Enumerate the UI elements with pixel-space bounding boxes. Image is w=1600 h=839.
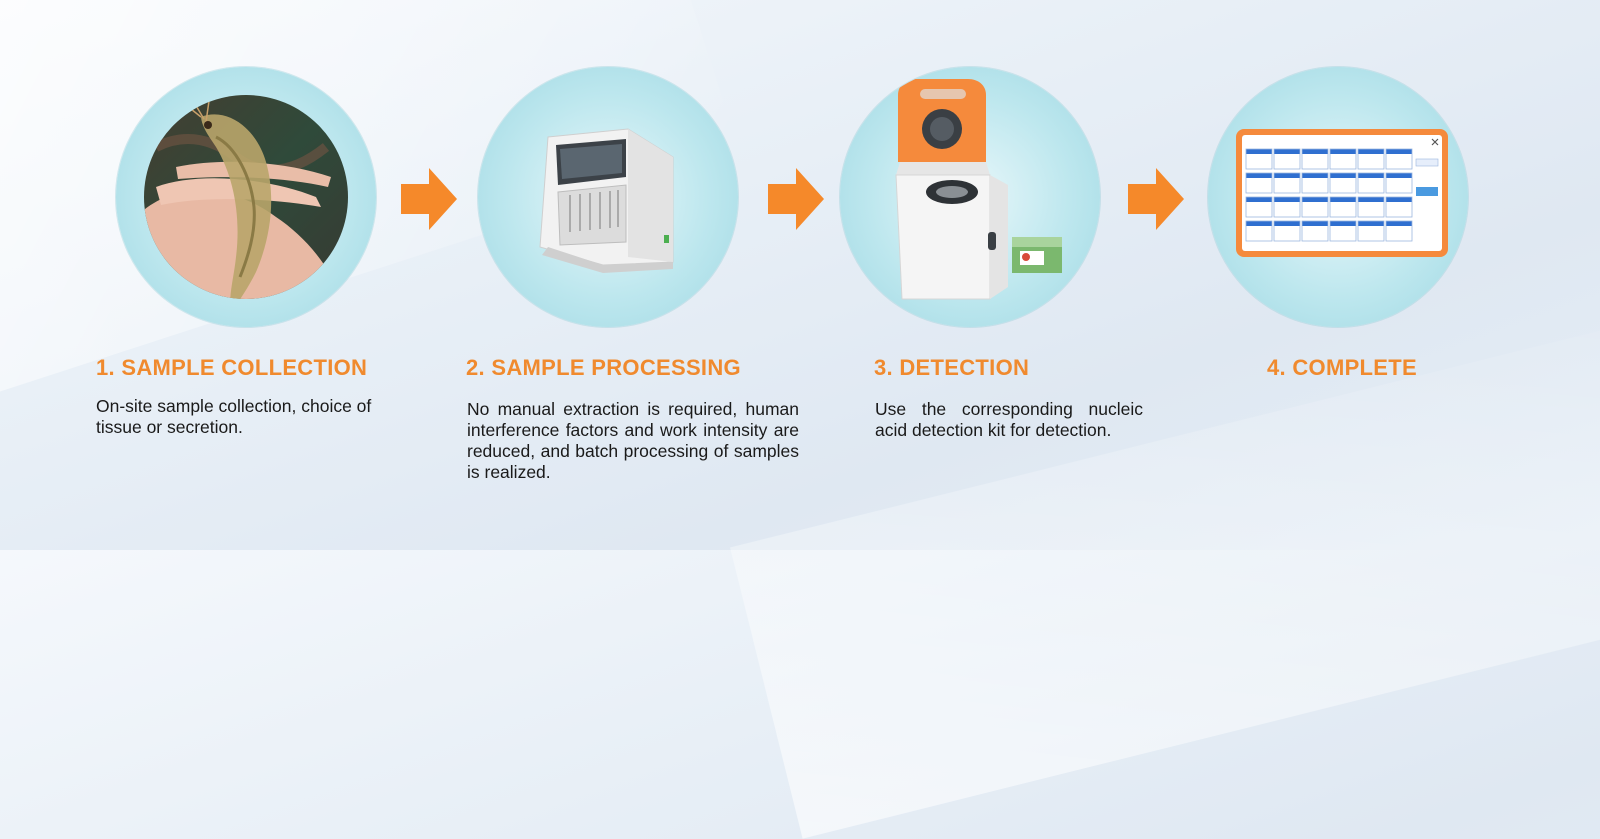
step-2-description: No manual extraction is required, human … [467,399,799,482]
step-3-description: Use the corresponding nucleic acid detec… [875,399,1143,440]
step-2-title: 2. SAMPLE PROCESSING [466,355,741,380]
arrow-right-icon [1128,168,1184,230]
step-3-title: 3. DETECTION [874,355,1030,380]
step-1-description: On-site sample collection, choice of tis… [96,396,372,437]
step-4-title: 4. COMPLETE [1267,355,1417,380]
sample-processing-machine-image [539,128,674,273]
arrow-right-icon [401,168,457,230]
result-screen-image [1236,129,1448,257]
shrimp-photo [144,95,348,299]
step-1-circle [116,67,376,327]
arrow-right-icon [768,168,824,230]
background-sheen-lower [730,281,1600,839]
step-1-title: 1. SAMPLE COLLECTION [96,355,368,380]
detection-device-image [895,79,1062,300]
step-2-circle [478,67,738,327]
step-3-circle [840,67,1100,327]
step-4-circle [1208,67,1468,327]
